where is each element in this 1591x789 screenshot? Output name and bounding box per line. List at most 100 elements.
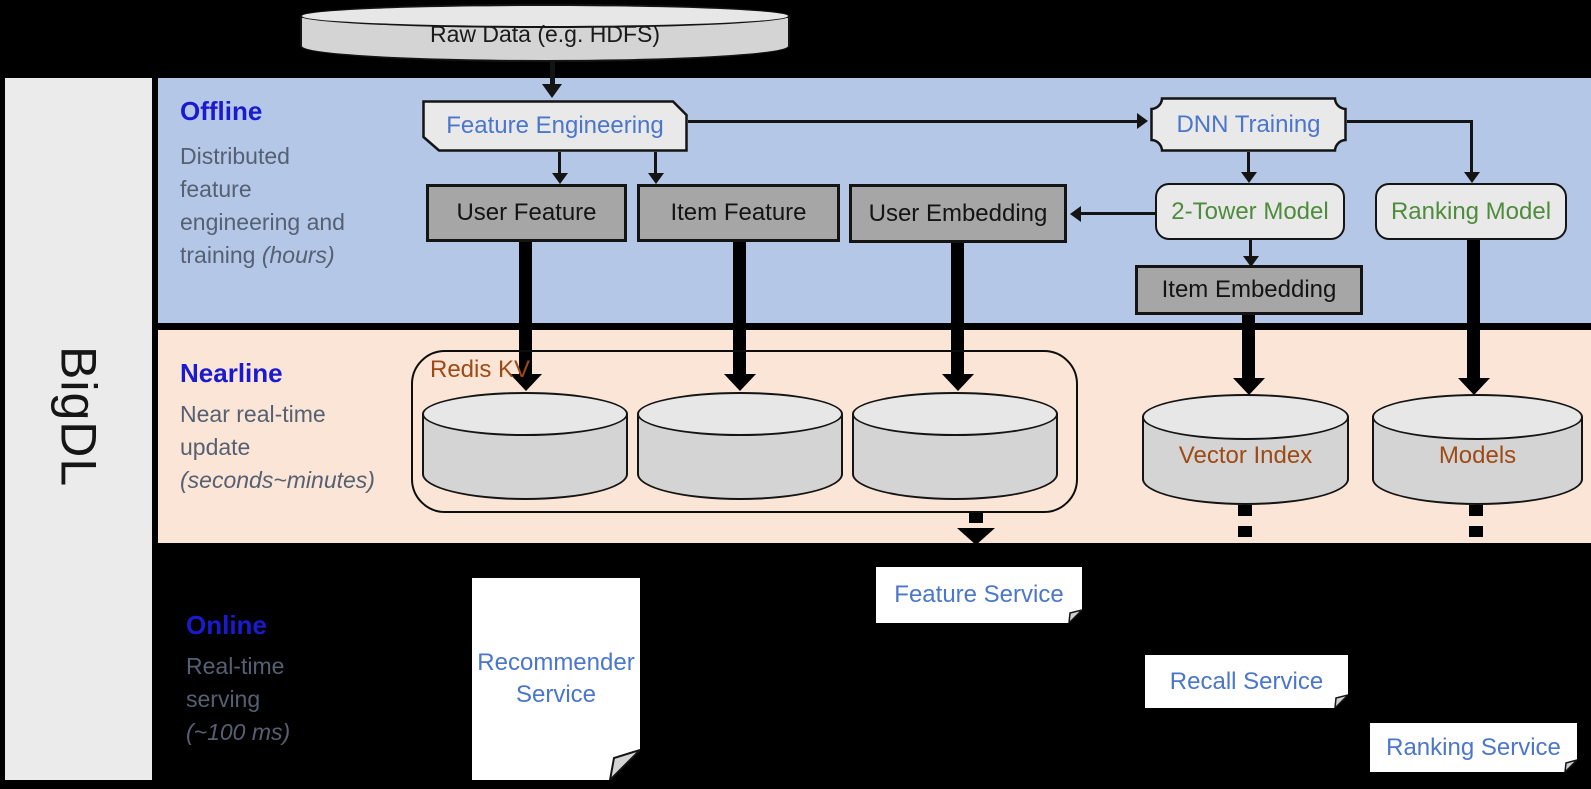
user-feature-node: User Feature <box>426 184 627 242</box>
raw-data-store: Raw Data (e.g. HDFS) <box>300 4 790 62</box>
two-tower-model-label: 2-Tower Model <box>1171 197 1329 225</box>
online-desc-line2: serving <box>186 686 261 712</box>
feature-service-label: Feature Service <box>894 581 1064 608</box>
pipehead-rankingmodel <box>1458 378 1490 395</box>
redis-kv-label: Redis KV <box>430 356 531 383</box>
feature-engineering-node: Feature Engineering <box>422 100 688 152</box>
arrowhead-fe-to-itemfeature <box>648 173 664 184</box>
nearline-desc-line2: update <box>180 434 251 460</box>
pipe-userfeature-to-redis <box>519 241 532 377</box>
user-feature-label: User Feature <box>456 199 597 226</box>
arrow-fe-to-userfeature <box>558 152 561 175</box>
item-embedding-node: Item Embedding <box>1135 265 1363 315</box>
nearline-title: Nearline <box>180 358 283 388</box>
pipehead-itemfeature <box>724 374 756 391</box>
dash-vectorindex-1 <box>1238 505 1252 516</box>
redis-cylinder-1-top <box>422 392 628 436</box>
arrow-twotower-to-itemembedding <box>1249 240 1252 258</box>
pipehead-userembedding <box>942 374 974 391</box>
dash-models-1 <box>1469 505 1483 516</box>
online-desc-line3: (~100 ms) <box>186 719 291 745</box>
arrowhead-fe-to-userfeature <box>552 173 568 184</box>
online-title: Online <box>186 610 267 640</box>
pipe-itemfeature-to-redis <box>733 241 746 377</box>
arrowhead-dnn-to-twotower <box>1241 172 1257 183</box>
offline-title: Offline <box>180 96 263 126</box>
dash-vectorindex-2 <box>1238 526 1252 537</box>
arrow-rawdata-to-fe <box>550 62 555 86</box>
item-feature-node: Item Feature <box>637 184 840 242</box>
user-embedding-label: User Embedding <box>868 199 1048 227</box>
ranking-service-shape <box>1370 723 1580 775</box>
pipe-itemembedding-to-vectorindex <box>1242 314 1255 379</box>
arrow-dnn-to-ranking-v <box>1470 120 1473 174</box>
nearline-desc-line3: (seconds~minutes) <box>180 467 375 493</box>
nearline-description: Near real-time update (seconds~minutes) <box>180 398 375 497</box>
bigdl-sidebar: BigDL <box>5 78 152 780</box>
pipehead-userfeature <box>510 374 542 391</box>
models-label: Models <box>1438 442 1517 469</box>
recall-service-shape <box>1145 655 1351 711</box>
arrowhead-dnn-to-ranking <box>1464 172 1480 183</box>
recommender-service-label: Recommender Service <box>472 578 640 780</box>
offline-desc-line1: Distributed <box>180 143 290 169</box>
dash-redis-to-featureservice <box>969 513 983 523</box>
arrow-fe-to-dnn <box>688 120 1138 123</box>
redis-kv-group <box>411 350 1078 513</box>
arrow-twotower-to-userembedding <box>1080 212 1156 215</box>
raw-data-label: Raw Data (e.g. HDFS) <box>429 21 661 47</box>
dnn-training-shape <box>1150 97 1347 152</box>
recall-service-node: Recall Service <box>1145 655 1351 711</box>
models-store: Models <box>1372 394 1583 505</box>
feature-service-shape <box>876 567 1085 626</box>
arrow-fe-to-itemfeature <box>654 152 657 175</box>
user-embedding-node: User Embedding <box>849 184 1067 243</box>
redis-cylinder-3 <box>852 392 1058 500</box>
vector-index-cylinder-top <box>1142 394 1349 440</box>
dashhead-redis-to-featureservice <box>957 528 995 545</box>
redis-cylinder-2 <box>637 392 843 500</box>
redis-cylinder-3-top <box>852 392 1058 436</box>
pipe-rankingmodel-to-models <box>1467 239 1480 379</box>
nearline-desc-line1: Near real-time <box>180 401 326 427</box>
arrowhead-twotower-to-userembedding <box>1070 206 1081 222</box>
item-feature-label: Item Feature <box>670 199 807 226</box>
redis-cylinder-1 <box>422 392 628 500</box>
offline-desc-line3: engineering and <box>180 209 345 235</box>
ranking-service-label: Ranking Service <box>1386 733 1561 761</box>
arrowhead-fe-to-dnn <box>1137 113 1148 129</box>
models-cylinder-top <box>1372 394 1583 440</box>
arrowhead-twotower-to-itemembedding <box>1243 256 1259 267</box>
arrowhead-rawdata-to-fe <box>542 84 562 98</box>
vector-index-store: Vector Index <box>1142 394 1349 505</box>
pipehead-itemembedding <box>1233 378 1265 395</box>
pipe-userembedding-to-redis <box>951 242 964 377</box>
dash-models-2 <box>1469 526 1483 537</box>
feature-engineering-label: Feature Engineering <box>446 112 664 139</box>
arrow-dnn-to-ranking-h <box>1347 120 1473 123</box>
ranking-model-node: Ranking Model <box>1375 183 1567 240</box>
feature-service-node: Feature Service <box>876 567 1085 626</box>
offline-desc-line4: training (hours) <box>180 242 335 268</box>
redis-cylinder-2-top <box>637 392 843 436</box>
vector-index-label: Vector Index <box>1178 442 1313 469</box>
raw-data-cylinder-top <box>300 4 790 28</box>
two-tower-model-node: 2-Tower Model <box>1155 183 1345 240</box>
offline-description: Distributed feature engineering and trai… <box>180 140 345 272</box>
online-desc-line1: Real-time <box>186 653 285 679</box>
feature-engineering-shape <box>422 100 688 152</box>
dnn-training-label: DNN Training <box>1176 110 1321 138</box>
arrow-dnn-to-twotower <box>1247 152 1250 174</box>
offline-desc-line2: feature <box>180 176 252 202</box>
bigdl-logo-text: BigDL <box>50 346 107 488</box>
online-description: Real-time serving (~100 ms) <box>186 650 290 749</box>
ranking-service-node: Ranking Service <box>1370 723 1580 775</box>
item-embedding-label: Item Embedding <box>1161 276 1337 303</box>
recall-service-label: Recall Service <box>1169 667 1324 695</box>
recommender-service-line1: Recommender <box>477 649 635 676</box>
dnn-training-node: DNN Training <box>1150 97 1347 152</box>
ranking-model-label: Ranking Model <box>1390 197 1552 225</box>
recommender-service-shape <box>472 578 641 783</box>
recommender-service-line2: Service <box>515 681 597 708</box>
